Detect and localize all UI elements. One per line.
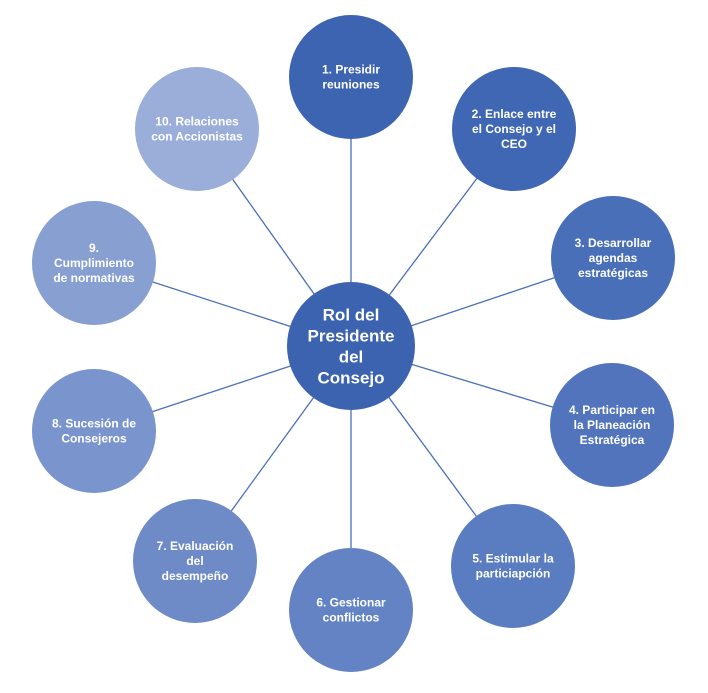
role-node-1-label-line-1: 1. Presidir xyxy=(322,63,380,77)
role-node-4-label-line-1: 4. Participar en xyxy=(569,403,655,417)
role-node-8-label-line-1: 8. Sucesión de xyxy=(52,417,136,431)
role-node-4-label-line-2: la Planeación xyxy=(574,418,651,432)
role-node-5-label-line-2: particiapción xyxy=(476,567,551,581)
role-node-10-label-line-2: con Accionistas xyxy=(151,130,243,144)
role-node-3-label-line-2: agendas xyxy=(589,251,638,265)
center-node-label-line-3: del xyxy=(339,347,364,366)
role-node-7 xyxy=(133,499,257,623)
role-node-8 xyxy=(32,369,156,493)
role-node-3-label-line-3: estratégicas xyxy=(578,266,648,280)
role-node-7-label-line-3: desempeño xyxy=(162,569,229,583)
role-node-4 xyxy=(550,363,674,487)
role-node-6-label-line-1: 6. Gestionar xyxy=(316,596,386,610)
role-node-9-label-line-1: 9. xyxy=(89,241,99,255)
role-node-9-label-line-2: Cumplimiento xyxy=(54,256,134,270)
center-node-label-line-1: Rol del xyxy=(323,305,380,324)
role-node-6-label-line-2: conflictos xyxy=(323,611,380,625)
role-node-9 xyxy=(32,201,156,325)
role-node-10 xyxy=(135,67,259,191)
role-node-5 xyxy=(451,504,575,628)
role-node-7-label-line-2: del xyxy=(186,554,203,568)
role-node-8-label-line-2: Consejeros xyxy=(61,432,127,446)
role-node-10-label-line-1: 10. Relaciones xyxy=(155,115,239,129)
center-node-label-line-4: Consejo xyxy=(317,368,384,387)
role-node-1 xyxy=(289,15,413,139)
center-node xyxy=(287,282,415,410)
role-node-5-label-line-1: 5. Estimular la xyxy=(472,552,554,566)
role-node-1-label-line-2: reuniones xyxy=(322,78,380,92)
role-node-7-label-line-1: 7. Evaluación xyxy=(157,539,234,553)
role-node-2-label-line-1: 2. Enlace entre xyxy=(472,107,557,121)
center-node-label-line-2: Presidente xyxy=(308,326,395,345)
role-node-2 xyxy=(452,67,576,191)
role-node-9-label-line-3: de normativas xyxy=(53,271,135,285)
role-node-3-label-line-1: 3. Desarrollar xyxy=(575,236,652,250)
role-node-2-label-line-2: el Consejo y el xyxy=(472,122,556,136)
role-node-6 xyxy=(289,548,413,672)
role-node-3 xyxy=(551,196,675,320)
role-node-2-label-line-3: CEO xyxy=(501,137,527,151)
role-node-4-label-line-3: Estratégica xyxy=(580,433,645,447)
